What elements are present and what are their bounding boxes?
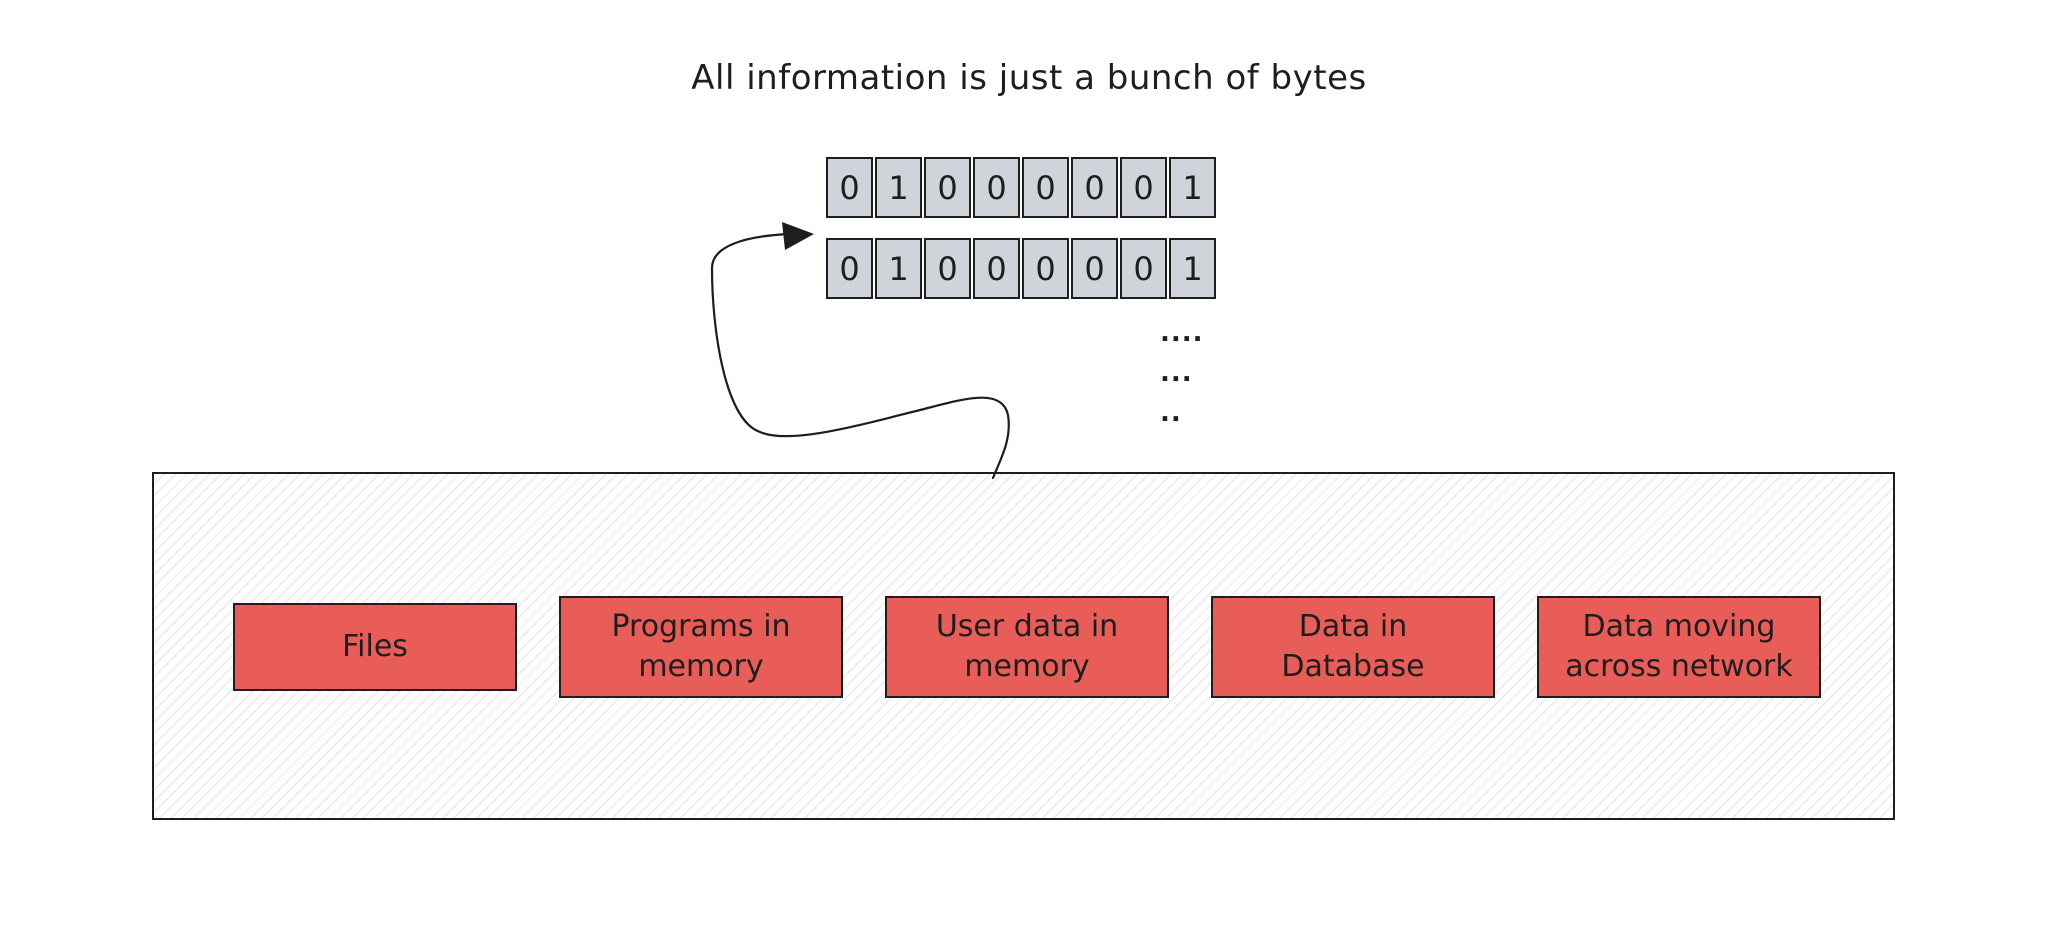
source-card-database: Data in Database xyxy=(1211,596,1495,698)
bit-cell: 1 xyxy=(1169,238,1216,299)
bit-cell: 0 xyxy=(973,238,1020,299)
bit-cell: 0 xyxy=(1120,157,1167,218)
continuation-dots: ... xyxy=(1160,358,1193,388)
bit-cell: 1 xyxy=(875,238,922,299)
byte-row-2: 0 1 0 0 0 0 0 1 xyxy=(826,238,1218,299)
bit-cell: 0 xyxy=(1022,238,1069,299)
bit-cell: 0 xyxy=(973,157,1020,218)
bit-cell: 0 xyxy=(826,157,873,218)
source-card-files: Files xyxy=(233,603,517,691)
connector-curve xyxy=(710,232,1010,480)
continuation-dots: .. xyxy=(1160,398,1182,428)
bit-cell: 1 xyxy=(875,157,922,218)
bit-cell: 0 xyxy=(826,238,873,299)
bit-cell: 0 xyxy=(924,238,971,299)
bit-cell: 0 xyxy=(1022,157,1069,218)
arrowhead-icon xyxy=(782,222,814,250)
bit-cell: 1 xyxy=(1169,157,1216,218)
bit-cell: 0 xyxy=(924,157,971,218)
continuation-dots: .... xyxy=(1160,318,1204,348)
byte-row-1: 0 1 0 0 0 0 0 1 xyxy=(826,157,1218,218)
source-card-programs: Programs in memory xyxy=(559,596,843,698)
bit-cell: 0 xyxy=(1071,238,1118,299)
source-card-network: Data moving across network xyxy=(1537,596,1821,698)
bit-cell: 0 xyxy=(1071,157,1118,218)
diagram-title: All information is just a bunch of bytes xyxy=(691,58,1367,98)
bit-cell: 0 xyxy=(1120,238,1167,299)
source-card-user-data: User data in memory xyxy=(885,596,1169,698)
